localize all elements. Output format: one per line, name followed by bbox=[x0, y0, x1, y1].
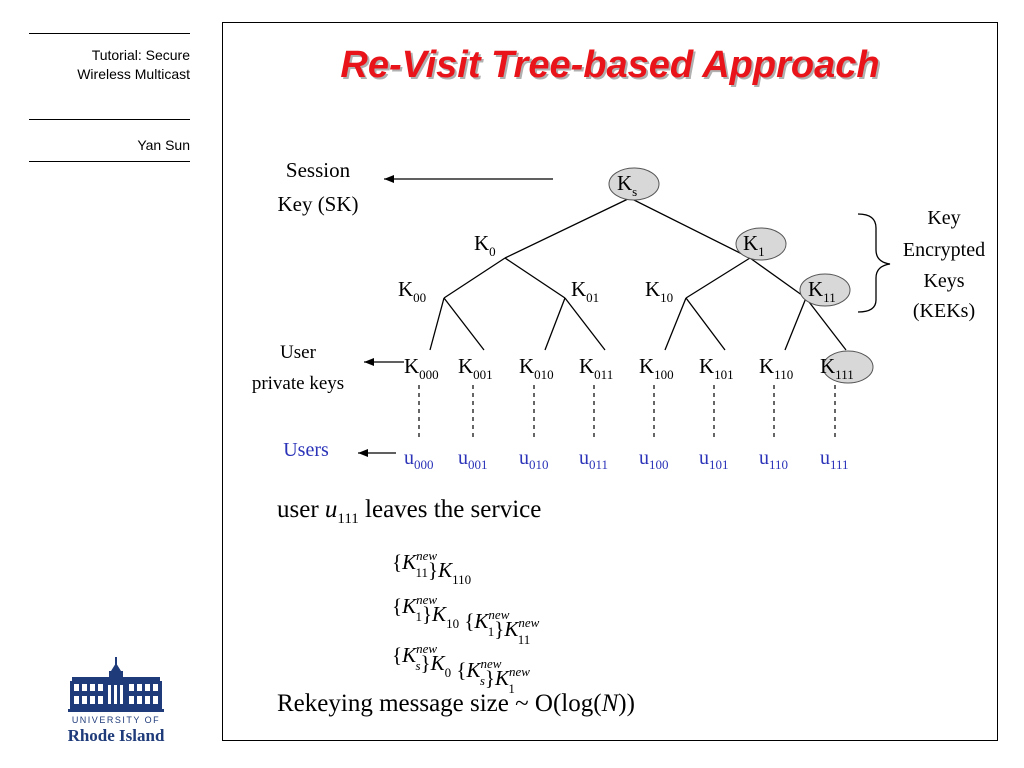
user-label: u111 bbox=[820, 447, 849, 472]
kek-label-line3: Keys bbox=[923, 270, 964, 292]
node-key-leaf: K000 bbox=[404, 354, 439, 382]
node-key-leaf: K001 bbox=[458, 354, 493, 382]
node-key-level2: K10 bbox=[645, 277, 673, 305]
node-key-leaf: K110 bbox=[759, 354, 793, 382]
kek-label-line2: Encrypted bbox=[903, 239, 985, 261]
level2-highlight bbox=[799, 273, 851, 307]
rekey-size-complexity: Rekeying message size ~ O(log(N)) bbox=[277, 690, 635, 717]
tree-edge bbox=[443, 297, 485, 351]
slide-frame bbox=[222, 22, 998, 741]
tree-edge bbox=[564, 297, 606, 351]
logo-university-of: UNIVERSITY OF bbox=[72, 715, 160, 725]
slide-title: Re-Visit Tree-based Approach bbox=[340, 44, 880, 86]
user-label: u011 bbox=[579, 447, 608, 472]
user-label: u010 bbox=[519, 447, 549, 472]
tree-edge bbox=[443, 257, 506, 299]
kek-label-line4: (KEKs) bbox=[913, 300, 975, 322]
tree-edge bbox=[544, 297, 566, 351]
session-key-arrow-head bbox=[384, 175, 394, 183]
tree-edge bbox=[805, 297, 847, 351]
sidebar-bottom-divider bbox=[29, 161, 190, 162]
tree-edge bbox=[664, 297, 687, 351]
course-title-line-2: Wireless Multicast bbox=[77, 66, 190, 82]
user-label: u100 bbox=[639, 447, 669, 472]
node-key-leaf: K010 bbox=[519, 354, 554, 382]
node-key-level1: K0 bbox=[474, 231, 496, 259]
tree-edge bbox=[784, 297, 807, 351]
users-label: Users bbox=[283, 439, 329, 461]
node-key-leaf: K011 bbox=[579, 354, 613, 382]
leave-event-text: user u111 leaves the service bbox=[277, 496, 541, 527]
node-key-leaf: K100 bbox=[639, 354, 674, 382]
tree-edge bbox=[749, 257, 807, 299]
level1-highlight bbox=[735, 227, 787, 261]
course-title-line-1: Tutorial: Secure bbox=[91, 47, 190, 63]
session-key-label-line2: Key (SK) bbox=[277, 192, 358, 216]
user-private-keys-label-line1: User bbox=[280, 342, 317, 363]
node-key-level2: K01 bbox=[571, 277, 599, 305]
kek-brace bbox=[857, 213, 891, 313]
node-key-level2: K11 bbox=[808, 277, 836, 305]
tree-edge bbox=[629, 197, 751, 259]
logo-rhode-island: Rhode Island bbox=[68, 726, 165, 745]
session-key-label-line1: Session bbox=[286, 158, 351, 182]
node-key-leaf: K101 bbox=[699, 354, 734, 382]
private-keys-arrow-head bbox=[364, 358, 374, 366]
kek-label-line1: Key bbox=[927, 207, 960, 229]
root-highlight bbox=[608, 167, 660, 201]
node-key-level2: K00 bbox=[398, 277, 426, 305]
author-name: Yan Sun bbox=[137, 137, 190, 153]
university-logo: UNIVERSITY OF Rhode Island bbox=[68, 657, 165, 745]
user-label: u101 bbox=[699, 447, 729, 472]
sidebar-middle-divider bbox=[29, 119, 190, 120]
user-private-keys-label-line2: private keys bbox=[252, 373, 344, 394]
tree-edge bbox=[685, 257, 751, 299]
sidebar-top-divider bbox=[29, 33, 190, 34]
tree-edge bbox=[504, 257, 566, 299]
tree-edge bbox=[504, 197, 631, 259]
tree-edge bbox=[685, 297, 726, 351]
user-label: u110 bbox=[759, 447, 788, 472]
tree-edge bbox=[429, 297, 445, 351]
user-label: u000 bbox=[404, 447, 434, 472]
leaf-highlight bbox=[822, 350, 874, 384]
user-label: u001 bbox=[458, 447, 488, 472]
users-arrow-head bbox=[358, 449, 368, 457]
